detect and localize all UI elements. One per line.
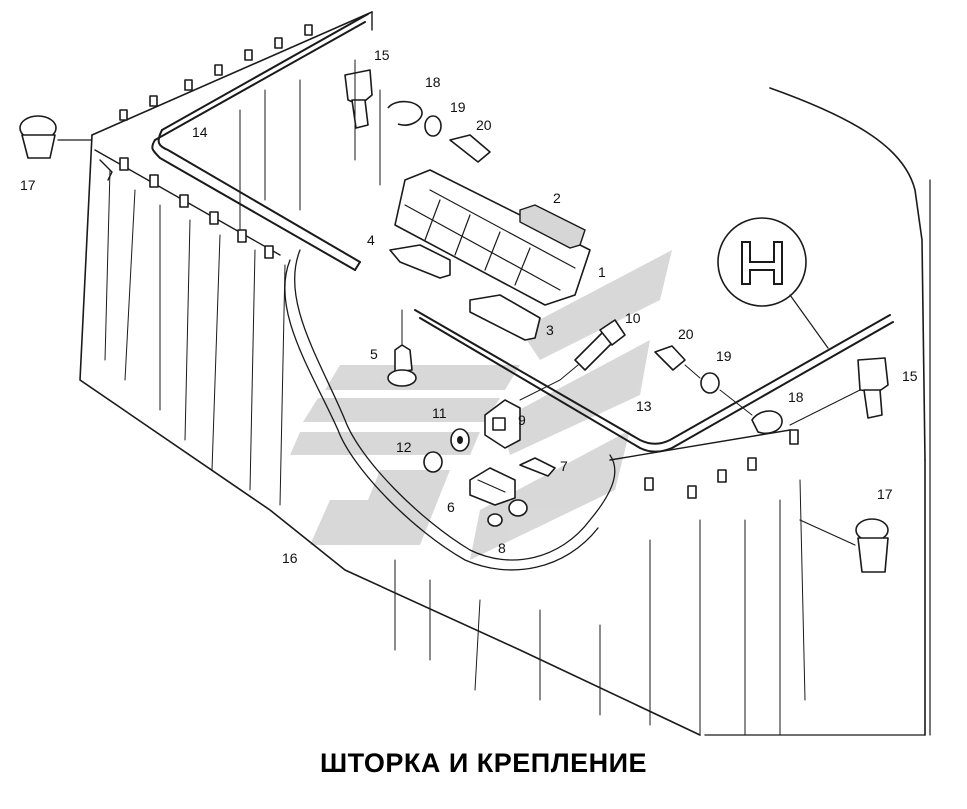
callout-18-right: 18 <box>788 389 804 405</box>
callout-11: 11 <box>432 405 447 421</box>
fastener-19-right <box>700 372 720 394</box>
callout-20-right: 20 <box>678 326 694 342</box>
fastener-17-right <box>799 518 889 573</box>
rail-13-clips <box>644 429 799 499</box>
rail-profile-inset <box>717 217 829 349</box>
part-3 <box>469 294 541 341</box>
callout-6: 6 <box>447 499 455 515</box>
callout-17-right: 17 <box>877 486 893 502</box>
rail-13 <box>414 309 894 499</box>
part-2 <box>519 204 586 249</box>
callout-19-top: 19 <box>450 99 466 115</box>
rail-14 <box>94 13 369 271</box>
curtain-left-panel <box>79 79 806 736</box>
housing-1 <box>394 169 591 306</box>
callout-13: 13 <box>636 398 652 414</box>
callout-7: 7 <box>560 458 568 474</box>
fastener-17-left <box>19 115 93 159</box>
part-7 <box>519 457 556 477</box>
callout-17-left: 17 <box>20 177 36 193</box>
part-8 <box>487 499 528 527</box>
rail-clips <box>119 24 313 259</box>
part-12 <box>423 451 443 473</box>
fastener-20-right <box>654 345 686 371</box>
part-6 <box>469 467 516 506</box>
callout-3: 3 <box>546 322 554 338</box>
callout-20-top: 20 <box>476 117 492 133</box>
part-11 <box>450 428 470 452</box>
callout-2: 2 <box>553 190 561 206</box>
callout-19-right: 19 <box>716 348 732 364</box>
callout-1: 1 <box>598 264 606 280</box>
callout-12: 12 <box>396 439 412 455</box>
fastener-19-top <box>424 115 442 137</box>
callout-15-right: 15 <box>902 368 918 384</box>
callout-labels: 1 2 3 4 5 6 7 8 9 10 11 12 13 14 15 15 1… <box>20 47 918 566</box>
fastener-15-top <box>344 69 373 129</box>
callout-5: 5 <box>370 346 378 362</box>
part-4 <box>389 244 451 279</box>
callout-15-top: 15 <box>374 47 390 63</box>
fastener-18-top <box>387 100 423 126</box>
callout-16: 16 <box>282 550 298 566</box>
leader-lines <box>354 59 861 426</box>
fastener-15-right <box>857 357 889 419</box>
fastener-20-top <box>449 134 491 163</box>
callout-14: 14 <box>192 124 208 140</box>
part-5 <box>387 344 417 387</box>
diagram-caption: ШТОРКА И КРЕПЛЕНИЕ <box>319 748 648 778</box>
part-9 <box>484 399 521 449</box>
callout-4: 4 <box>367 232 375 248</box>
callout-10: 10 <box>625 310 641 326</box>
part-10 <box>574 319 626 371</box>
callout-18-top: 18 <box>425 74 441 90</box>
fastener-18-right <box>751 410 783 435</box>
watermark-logo <box>290 250 672 560</box>
callout-9: 9 <box>518 412 526 428</box>
callout-8: 8 <box>498 540 506 556</box>
cab-roof <box>91 11 931 736</box>
